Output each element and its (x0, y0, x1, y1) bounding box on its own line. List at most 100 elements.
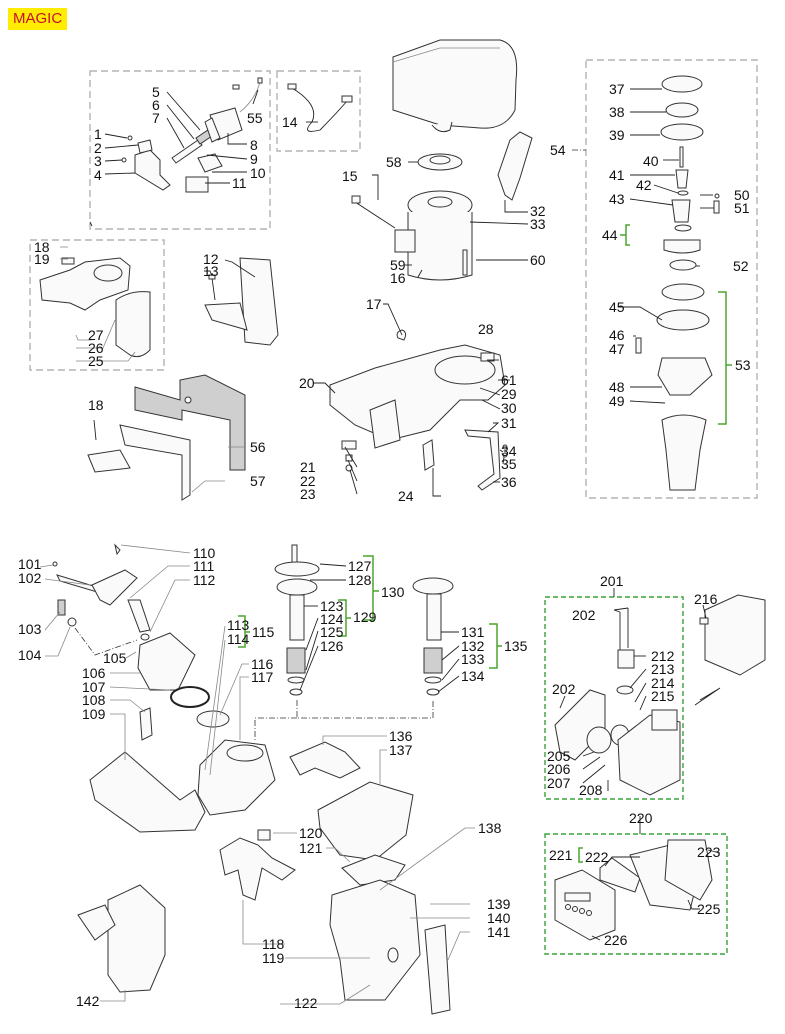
part-housing-117 (197, 739, 276, 816)
callout-26: 26 (88, 340, 104, 356)
callout-205: 205 (547, 748, 571, 764)
callout-38: 38 (609, 104, 625, 120)
callout-118: 118 (262, 936, 285, 952)
callout-208: 208 (579, 782, 603, 798)
callout-112: 112 (193, 572, 216, 588)
callout-105: 105 (103, 650, 127, 666)
callout-11: 11 (232, 175, 247, 191)
callout-13: 13 (203, 263, 219, 279)
callout-127: 127 (348, 558, 372, 574)
callout-59: 59 (390, 257, 406, 273)
part-handle-141 (424, 924, 451, 1015)
callout-131: 131 (461, 624, 485, 640)
callout-116: 116 (251, 656, 274, 672)
part-gears-205-206 (586, 724, 630, 754)
part-tray-121 (341, 854, 406, 886)
part-hopper-chute-12 (204, 257, 279, 346)
callout-106: 106 (82, 665, 106, 681)
callout-28: 28 (478, 321, 494, 337)
callout-137: 137 (389, 742, 413, 758)
callout-142: 142 (76, 993, 100, 1009)
part-feet-21-23 (341, 440, 357, 472)
callout-122: 122 (294, 995, 318, 1011)
callout-212: 212 (651, 648, 675, 664)
assembly-line-pistons (254, 700, 434, 740)
callout-129: 129 (353, 609, 377, 625)
part-microswitch-24 (422, 439, 435, 471)
callout-4: 4 (94, 167, 102, 183)
callout-12: 12 (203, 251, 219, 267)
part-grinder-stack (635, 75, 720, 491)
callout-8: 8 (250, 137, 258, 153)
callout-121: 121 (299, 840, 323, 856)
part-bracket-4 (121, 135, 171, 191)
callout-206: 206 (547, 761, 571, 777)
callout-54: 54 (550, 142, 566, 158)
callout-124: 124 (320, 611, 344, 627)
part-switch-holder-11 (185, 176, 209, 193)
callout-15: 15 (342, 168, 358, 184)
callout-220: 220 (629, 810, 653, 826)
part-lever-31 (464, 429, 508, 491)
part-piston-135 (412, 577, 454, 696)
callout-33: 33 (530, 216, 546, 232)
part-gasket-56 (134, 374, 246, 471)
subassembly-box-grinder (585, 59, 758, 499)
subassembly-box-chassis-cover (29, 239, 165, 371)
callout-29: 29 (501, 386, 517, 402)
part-frame-109 (89, 707, 206, 833)
callout-56: 56 (250, 439, 266, 455)
part-base-frame (329, 329, 506, 449)
part-display-226 (554, 869, 616, 941)
subassembly-box-220 (544, 833, 728, 955)
callout-126: 126 (320, 638, 344, 654)
callout-19: 19 (34, 251, 50, 267)
callout-16: 16 (390, 270, 406, 286)
subassembly-box-cable-14 (276, 70, 361, 152)
callout-45: 45 (609, 299, 625, 315)
callout-213: 213 (651, 661, 675, 677)
callout-37: 37 (609, 81, 625, 97)
callout-103: 103 (18, 621, 42, 637)
callout-5: 5 (152, 84, 160, 100)
leader-lines (39, 88, 721, 1005)
part-solenoid-8 (204, 77, 263, 143)
callout-55: 55 (247, 110, 263, 126)
callout-27: 27 (88, 327, 104, 343)
callout-60: 60 (530, 252, 546, 268)
part-pcb-housing (617, 709, 681, 796)
callout-50: 50 (734, 187, 750, 203)
part-spring-103 (57, 599, 66, 616)
part-brew-group-142 (77, 884, 166, 993)
callout-53: 53 (735, 357, 751, 373)
callout-104: 104 (18, 647, 42, 663)
callout-107: 107 (82, 679, 106, 695)
callout-138: 138 (478, 820, 502, 836)
callout-125: 125 (320, 624, 344, 640)
callout-109: 109 (82, 706, 106, 722)
part-chassis-cover (39, 257, 151, 358)
group-brackets (238, 224, 732, 863)
callout-36: 36 (501, 474, 517, 490)
part-housing-216 (694, 594, 766, 706)
part-hopper-lid (392, 39, 518, 133)
callout-10: 10 (250, 165, 266, 181)
callout-44: 44 (602, 227, 618, 243)
callout-21: 21 (300, 459, 316, 475)
callout-140: 140 (487, 910, 511, 926)
callout-134: 134 (461, 668, 485, 684)
part-block-119 (329, 879, 421, 1001)
callout-133: 133 (461, 651, 485, 667)
callout-58: 58 (386, 154, 402, 170)
callout-31: 31 (501, 415, 517, 431)
callout-51: 51 (734, 200, 750, 216)
part-clip-32 (497, 131, 533, 201)
callout-labels: 1 2 3 4 5 6 7 8 9 10 11 55 14 12 13 15 5… (18, 81, 751, 1011)
callout-18-bottom: 18 (88, 397, 104, 413)
callout-40: 40 (643, 153, 659, 169)
callout-14: 14 (282, 114, 298, 130)
callout-22: 22 (300, 473, 316, 489)
callout-136: 136 (389, 728, 413, 744)
part-oring-107 (170, 686, 210, 708)
callout-39: 39 (609, 127, 625, 143)
